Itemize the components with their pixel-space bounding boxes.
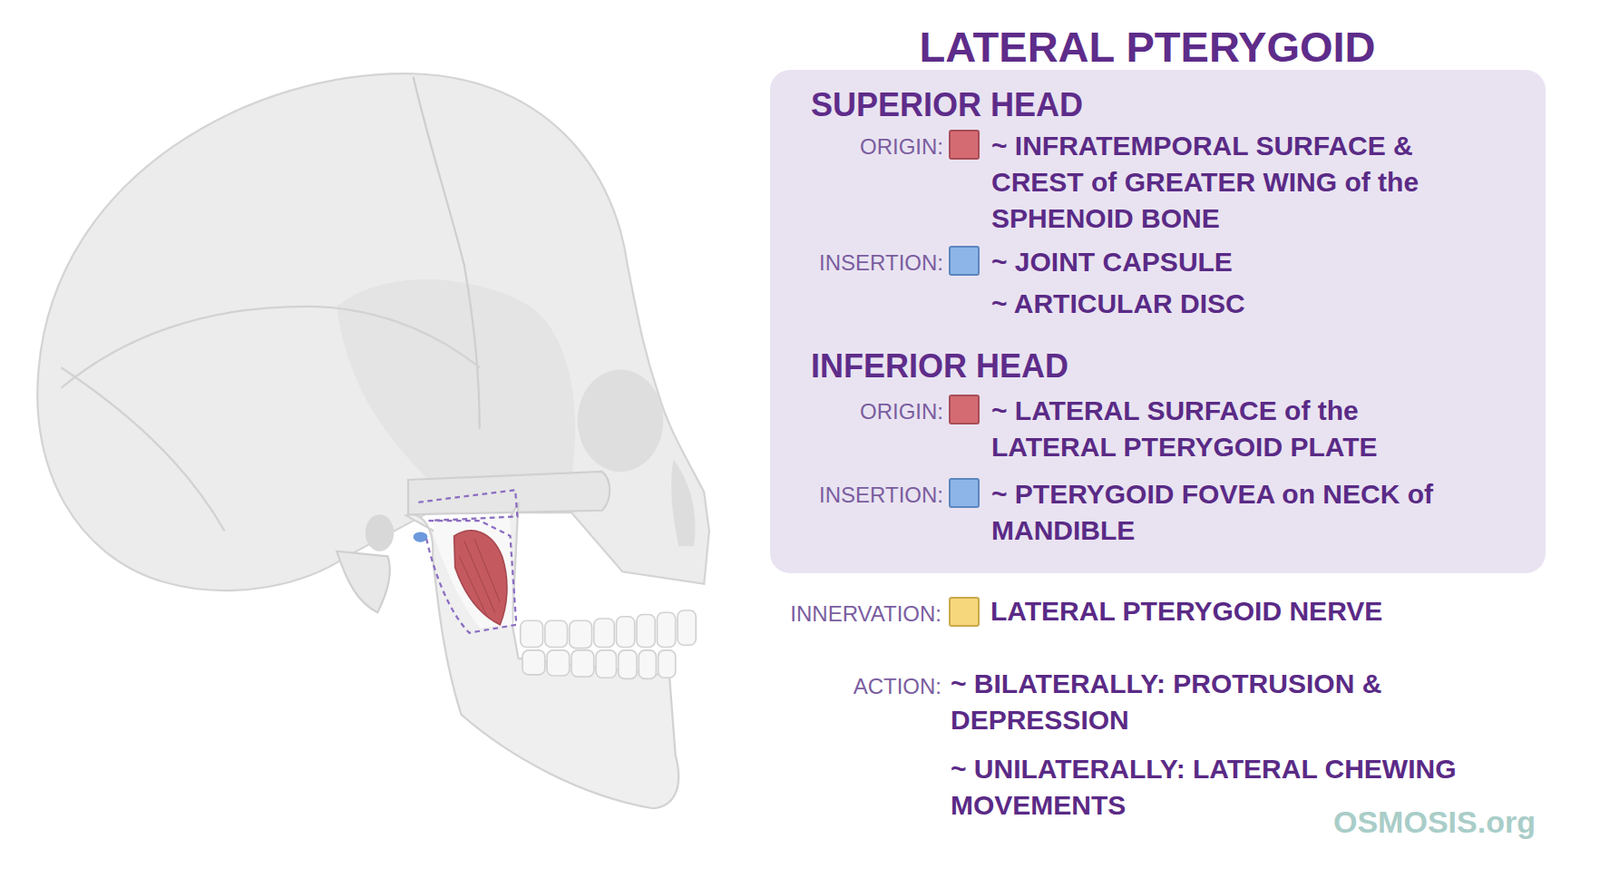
row-label: ORIGIN: bbox=[806, 133, 944, 161]
coronal-suture bbox=[413, 77, 480, 430]
lambdoid-suture bbox=[61, 367, 225, 531]
ear-opening bbox=[365, 514, 395, 552]
row-label: INNERVATION: bbox=[725, 600, 942, 628]
head-title: SUPERIOR HEAD bbox=[810, 85, 1356, 126]
orbit bbox=[577, 370, 664, 473]
lateral-pterygoid-muscle bbox=[454, 530, 508, 625]
watermark: OSMOSIS.org bbox=[1333, 803, 1588, 840]
row-label: ORIGIN: bbox=[806, 398, 944, 426]
color-swatch bbox=[948, 478, 980, 508]
description: LATERAL PTERYGOID NERVE bbox=[990, 593, 1571, 630]
nasal-aperture bbox=[671, 459, 695, 547]
insertion-mark bbox=[413, 531, 429, 542]
temporal-fossa bbox=[336, 279, 576, 480]
row-label: INSERTION: bbox=[788, 249, 944, 277]
info-panel: SUPERIOR HEAD ORIGIN: ~ INFRATEMPORAL SURF… bbox=[770, 69, 1546, 574]
row-label: ACTION: bbox=[725, 673, 942, 701]
infratemporal-space bbox=[433, 515, 513, 628]
description: ~ INFRATEMPORAL SURFACE & CREST of GREAT… bbox=[991, 127, 1486, 237]
color-swatch bbox=[948, 596, 980, 627]
muscle-fibres bbox=[458, 538, 500, 618]
mastoid bbox=[336, 551, 390, 614]
description: ~ JOINT CAPSULE bbox=[991, 243, 1500, 281]
dashed-outline bbox=[418, 489, 518, 634]
color-swatch bbox=[948, 245, 980, 276]
description: ~ LATERAL SURFACE of the LATERAL PTERYGO… bbox=[991, 392, 1486, 466]
teeth bbox=[520, 610, 697, 679]
mandible bbox=[406, 502, 679, 810]
description: ~ BILATERALLY: PROTRUSION & DEPRESSION bbox=[950, 665, 1532, 739]
description: ~ PTERYGOID FOVEA on NECK of MANDIBLE bbox=[991, 476, 1486, 549]
color-swatch bbox=[948, 394, 980, 425]
diagram-title: LATERAL PTERYGOID bbox=[798, 21, 1497, 73]
squamous-suture bbox=[61, 306, 480, 389]
description: ~ ARTICULAR DISC bbox=[991, 285, 1500, 322]
row-label: INSERTION: bbox=[788, 481, 944, 509]
head-title: INFERIOR HEAD bbox=[810, 346, 1356, 387]
skull-cranium bbox=[37, 73, 710, 591]
color-swatch bbox=[948, 129, 980, 160]
zygomatic-arch bbox=[408, 471, 610, 515]
